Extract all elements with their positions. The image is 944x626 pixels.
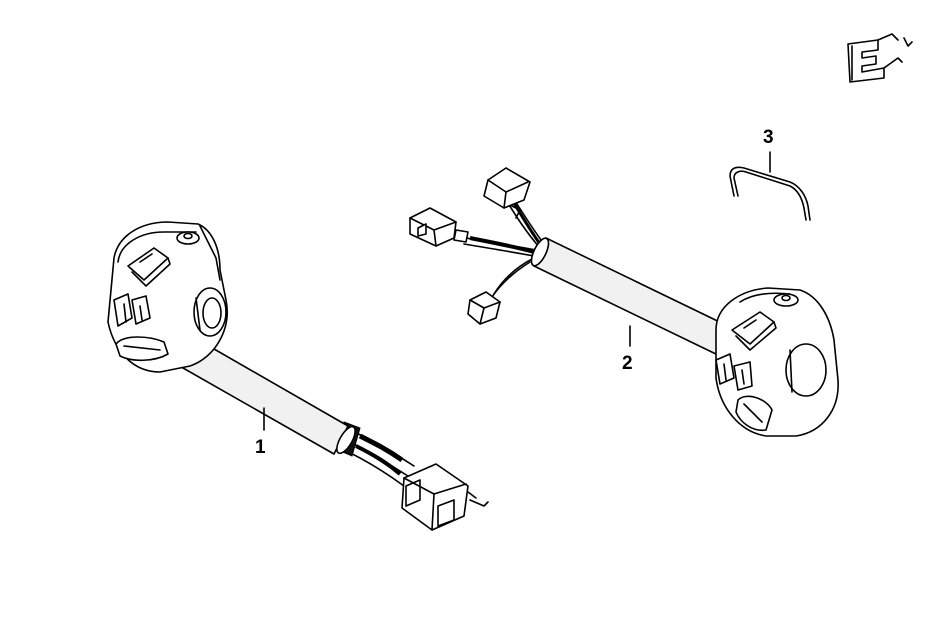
exploded-view-logo-icon [847,33,913,83]
part-2-callout-number: 2 [622,353,633,374]
part-2-wire-harness [463,195,545,301]
part-3-clip [729,151,811,221]
part-2-right-handlebar-switch [409,167,839,437]
part-2-connector-top [483,167,531,219]
part-1-connector [401,463,489,531]
part-2-connector-bottom [467,291,501,325]
part-1-switch-housing [107,221,228,373]
part-2-switch-housing [715,287,839,437]
part-1-callout-number: 1 [255,437,266,458]
part-2-connector-left [409,207,469,247]
part-1-left-handlebar-switch [107,221,489,531]
part-3-callout-number: 3 [763,127,774,148]
